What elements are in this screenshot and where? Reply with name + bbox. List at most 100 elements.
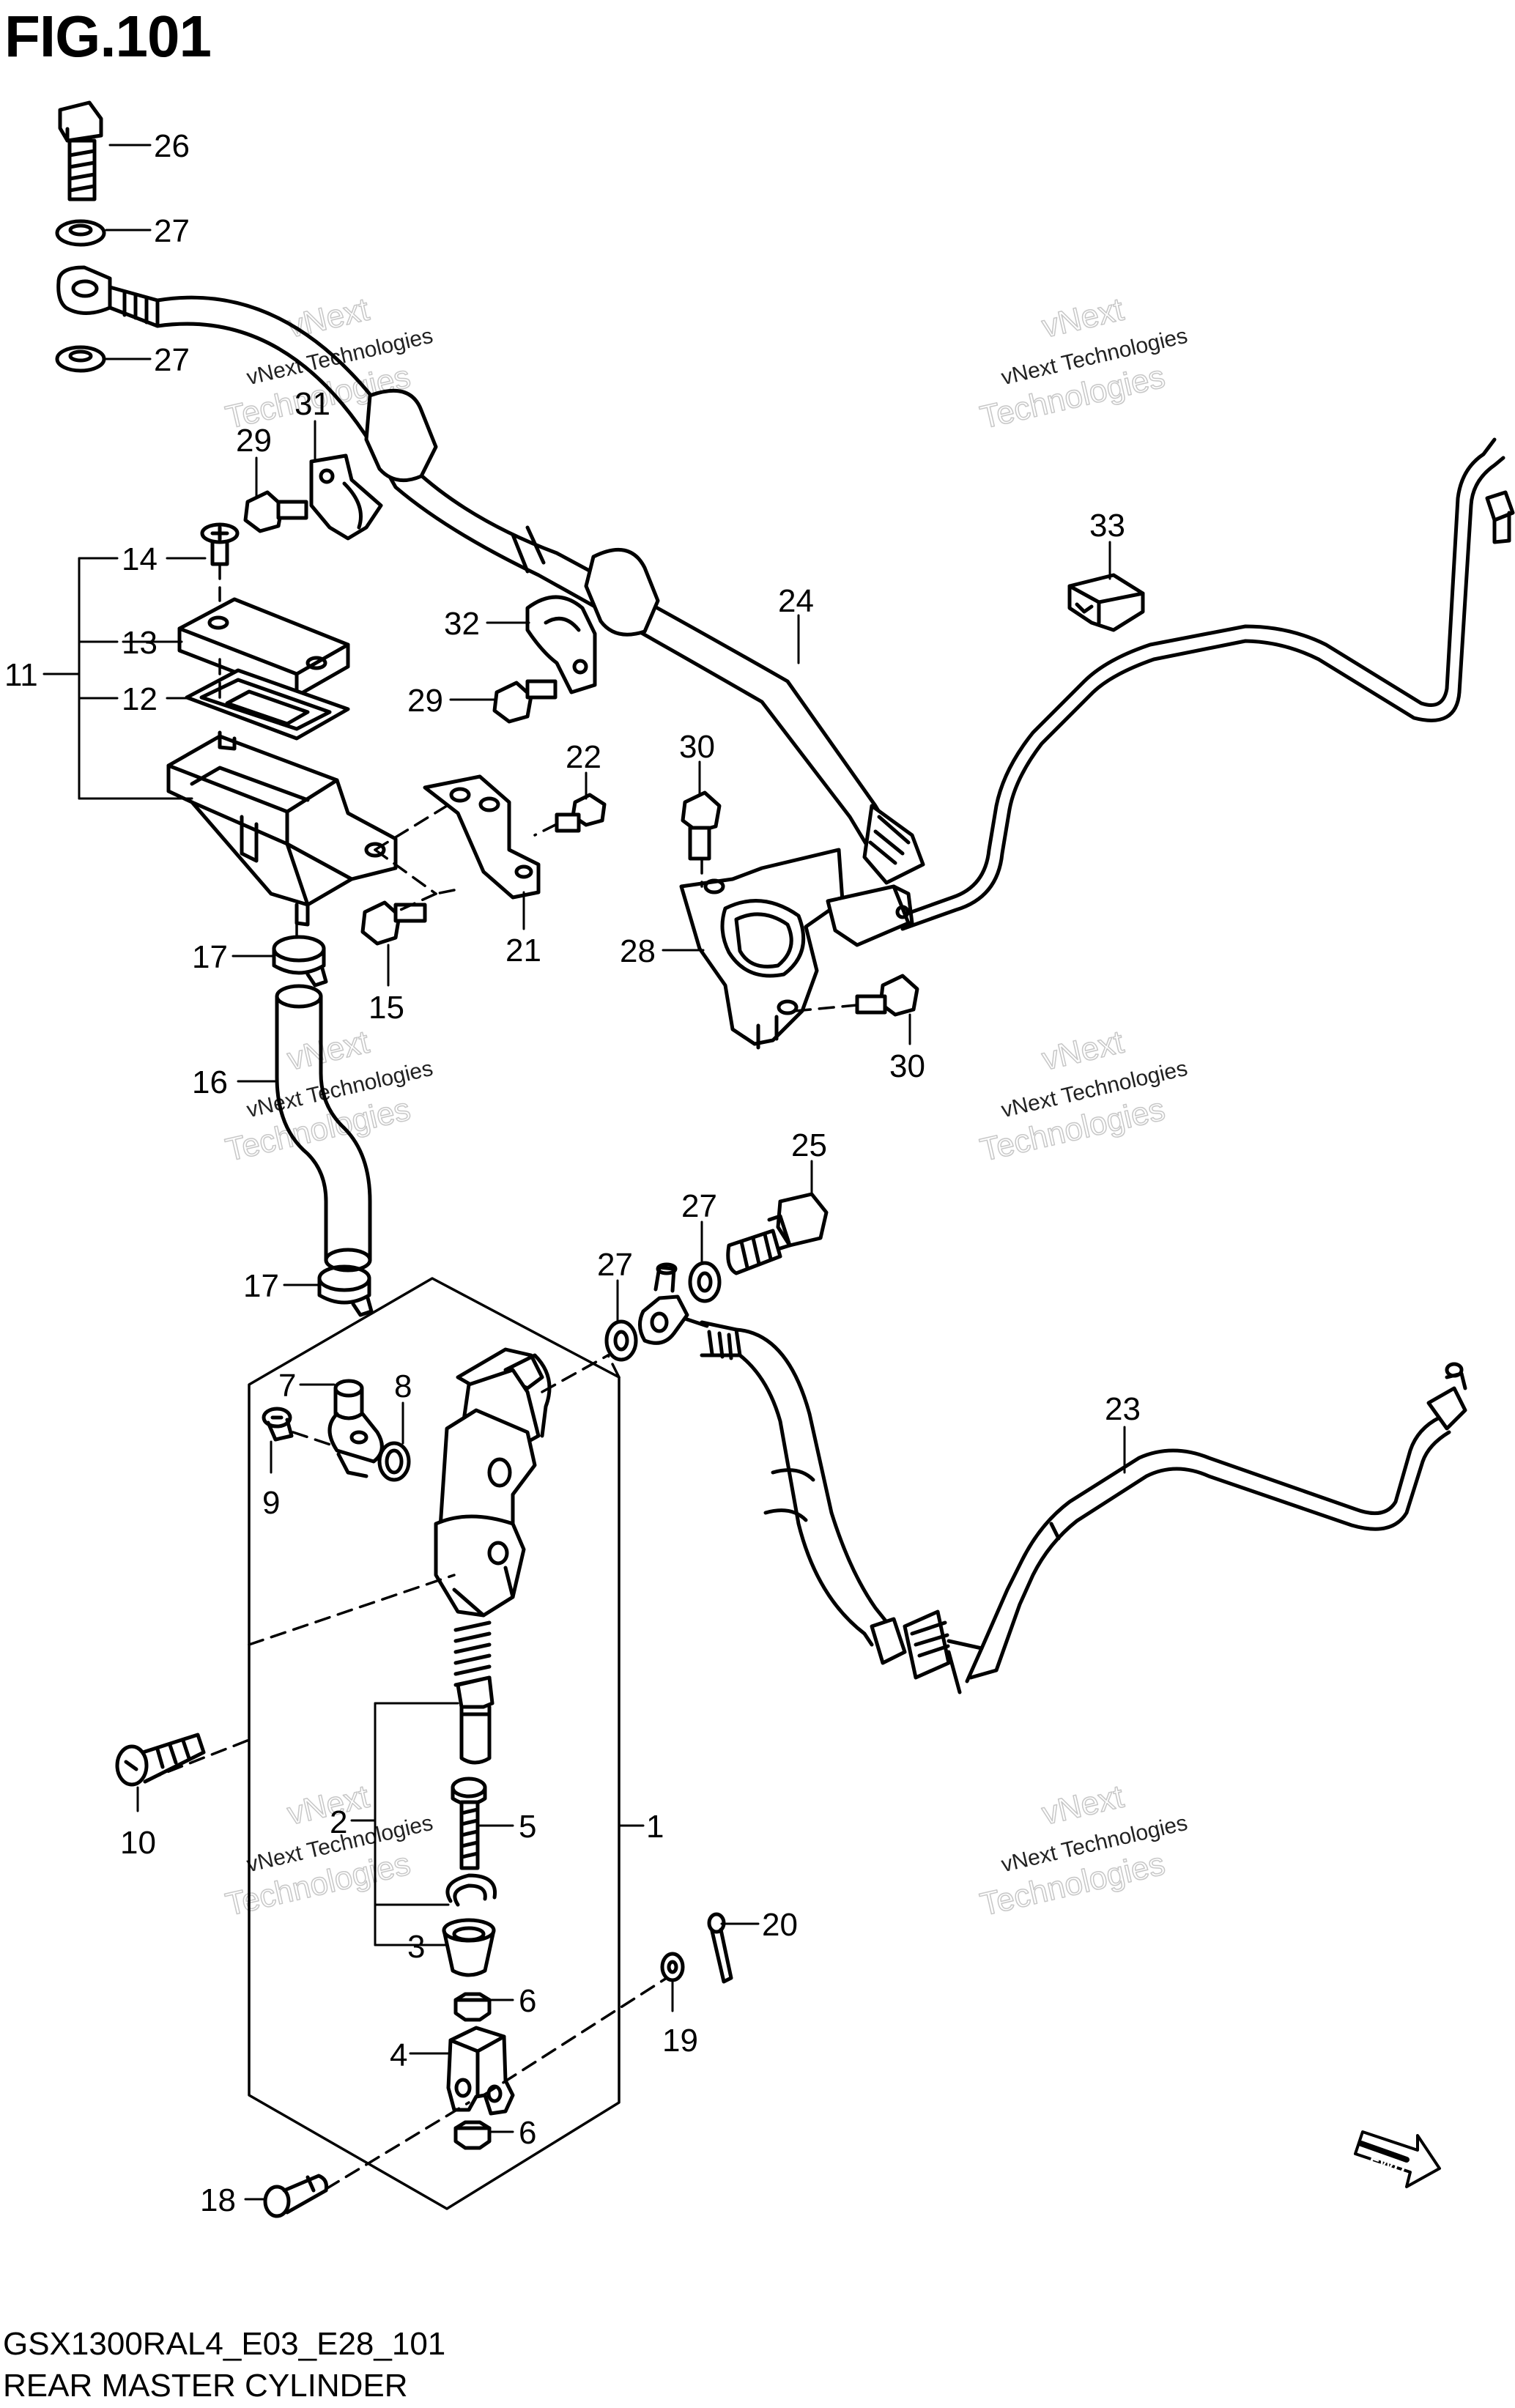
part-33-pipe-clip <box>1067 573 1145 632</box>
callout-label: 33 <box>1089 508 1125 544</box>
callout-14: 14 <box>122 541 207 577</box>
callout-15: 15 <box>368 944 404 1026</box>
part-26-union-bolt <box>58 100 103 201</box>
part-group-name: REAR MASTER CYLINDER <box>3 2368 408 2404</box>
alignment-lines-lower <box>145 1354 668 2190</box>
callout-11: 11 <box>4 557 193 800</box>
callout-1: 1 <box>618 1809 664 1845</box>
callout-label: 19 <box>662 2023 698 2059</box>
part-27-gasket-d <box>604 1319 638 1362</box>
part-15-bolt <box>360 900 427 946</box>
callout-label: 1 <box>646 1809 664 1845</box>
part-31-hose-clamp <box>309 453 383 541</box>
callout-label: 5 <box>519 1809 536 1845</box>
callout-29: 29 <box>407 683 497 719</box>
part-2-piston-set <box>456 1675 494 1765</box>
part-3-boot <box>442 1918 496 1977</box>
callout-label: 9 <box>262 1485 280 1521</box>
watermark-3: vNext vNext Technologies Technologies <box>222 1023 435 1169</box>
callout-20: 20 <box>720 1907 798 1943</box>
callout-label: 28 <box>620 933 656 969</box>
callout-2: 2 <box>330 1702 459 1946</box>
callout-30: 30 <box>889 1013 925 1084</box>
callout-label: 27 <box>597 1247 633 1283</box>
callout-33: 33 <box>1089 508 1125 580</box>
callout-21: 21 <box>505 891 541 968</box>
callout-32: 32 <box>444 606 530 642</box>
callout-label: 27 <box>154 213 190 249</box>
callout-label: 27 <box>154 342 190 378</box>
callout-13: 13 <box>122 625 183 661</box>
brake-pipe-upper <box>826 437 1515 947</box>
part-9-screw <box>262 1407 294 1442</box>
callout-6: 6 <box>488 2115 536 2151</box>
callout-label: 31 <box>295 386 330 422</box>
master-cylinder-outline <box>248 1277 621 2210</box>
callout-label: 2 <box>330 1804 347 1840</box>
part-27-gasket-lower <box>55 345 106 373</box>
callout-label: 10 <box>120 1825 156 1861</box>
watermark-5: vNext vNext Technologies Technologies <box>222 1778 435 1924</box>
watermark-2: vNext vNext Technologies Technologies <box>977 291 1190 437</box>
callout-label: 13 <box>122 625 158 661</box>
part-23-brake-hose <box>638 1262 1467 1694</box>
part-19-washer <box>660 1952 685 1982</box>
fwd-arrow-icon: FWD <box>1354 2130 1441 2188</box>
callout-label: 24 <box>778 583 814 619</box>
callout-label: 23 <box>1105 1391 1141 1427</box>
callout-label: 29 <box>407 683 443 719</box>
callout-label: 21 <box>505 933 541 968</box>
callout-8: 8 <box>394 1368 412 1445</box>
part-27-gasket-c <box>688 1261 722 1303</box>
callout-23: 23 <box>1105 1391 1141 1474</box>
part-24-brake-hose <box>56 265 925 885</box>
callout-label: 25 <box>791 1127 827 1163</box>
circlip <box>445 1873 497 1907</box>
callout-7: 7 <box>278 1368 336 1404</box>
part-29-bolt-lower <box>492 679 558 724</box>
callout-label: 30 <box>679 729 715 765</box>
watermark-4: vNext vNext Technologies Technologies <box>977 1023 1190 1169</box>
part-6-nut-lower <box>453 2120 492 2150</box>
watermark-text: vNext <box>284 1024 373 1078</box>
callout-9: 9 <box>262 1440 280 1521</box>
part-27-gasket-top <box>55 219 106 247</box>
callout-label: 7 <box>278 1368 296 1404</box>
watermark-text: vNext <box>284 292 373 345</box>
callout-29: 29 <box>236 423 272 498</box>
part-30-bolt-lower <box>855 974 919 1017</box>
callout-label: 6 <box>519 2115 536 2151</box>
callout-6: 6 <box>488 1983 536 2019</box>
callout-label: 6 <box>519 1983 536 2019</box>
watermark-text: vNext <box>1039 1024 1127 1078</box>
part-30-bolt-upper <box>681 790 722 861</box>
part-28-hose-bracket <box>679 848 845 1050</box>
figure-title: FIG.101 <box>4 4 212 69</box>
callout-18: 18 <box>200 2182 267 2218</box>
callout-3: 3 <box>407 1929 447 1965</box>
callout-label: 26 <box>154 128 190 164</box>
callout-label: 18 <box>200 2182 236 2218</box>
part-4-clevis <box>446 2026 515 2116</box>
callout-27: 27 <box>105 213 190 249</box>
callout-label: 16 <box>192 1064 228 1100</box>
callout-label: 29 <box>236 423 272 459</box>
part-1-cylinder-body <box>434 1347 552 1618</box>
part-6-nut-upper <box>453 1992 492 2022</box>
callout-27: 27 <box>105 342 190 378</box>
callout-label: 14 <box>122 541 158 577</box>
callout-label: 15 <box>368 990 404 1026</box>
part-16-reservoir-hose <box>275 984 372 1272</box>
callout-24: 24 <box>778 583 814 664</box>
part-32-hose-clamp <box>525 595 597 694</box>
callout-label: 22 <box>566 739 601 775</box>
callout-label: 3 <box>407 1929 425 1965</box>
callout-4: 4 <box>390 2037 450 2073</box>
part-7-fitting <box>327 1379 384 1478</box>
callout-17: 17 <box>192 939 274 975</box>
callout-27: 27 <box>681 1188 717 1263</box>
callout-label: 17 <box>192 939 228 975</box>
part-8-o-ring <box>377 1441 411 1482</box>
callout-12: 12 <box>122 681 192 717</box>
callout-label: 32 <box>444 606 480 642</box>
